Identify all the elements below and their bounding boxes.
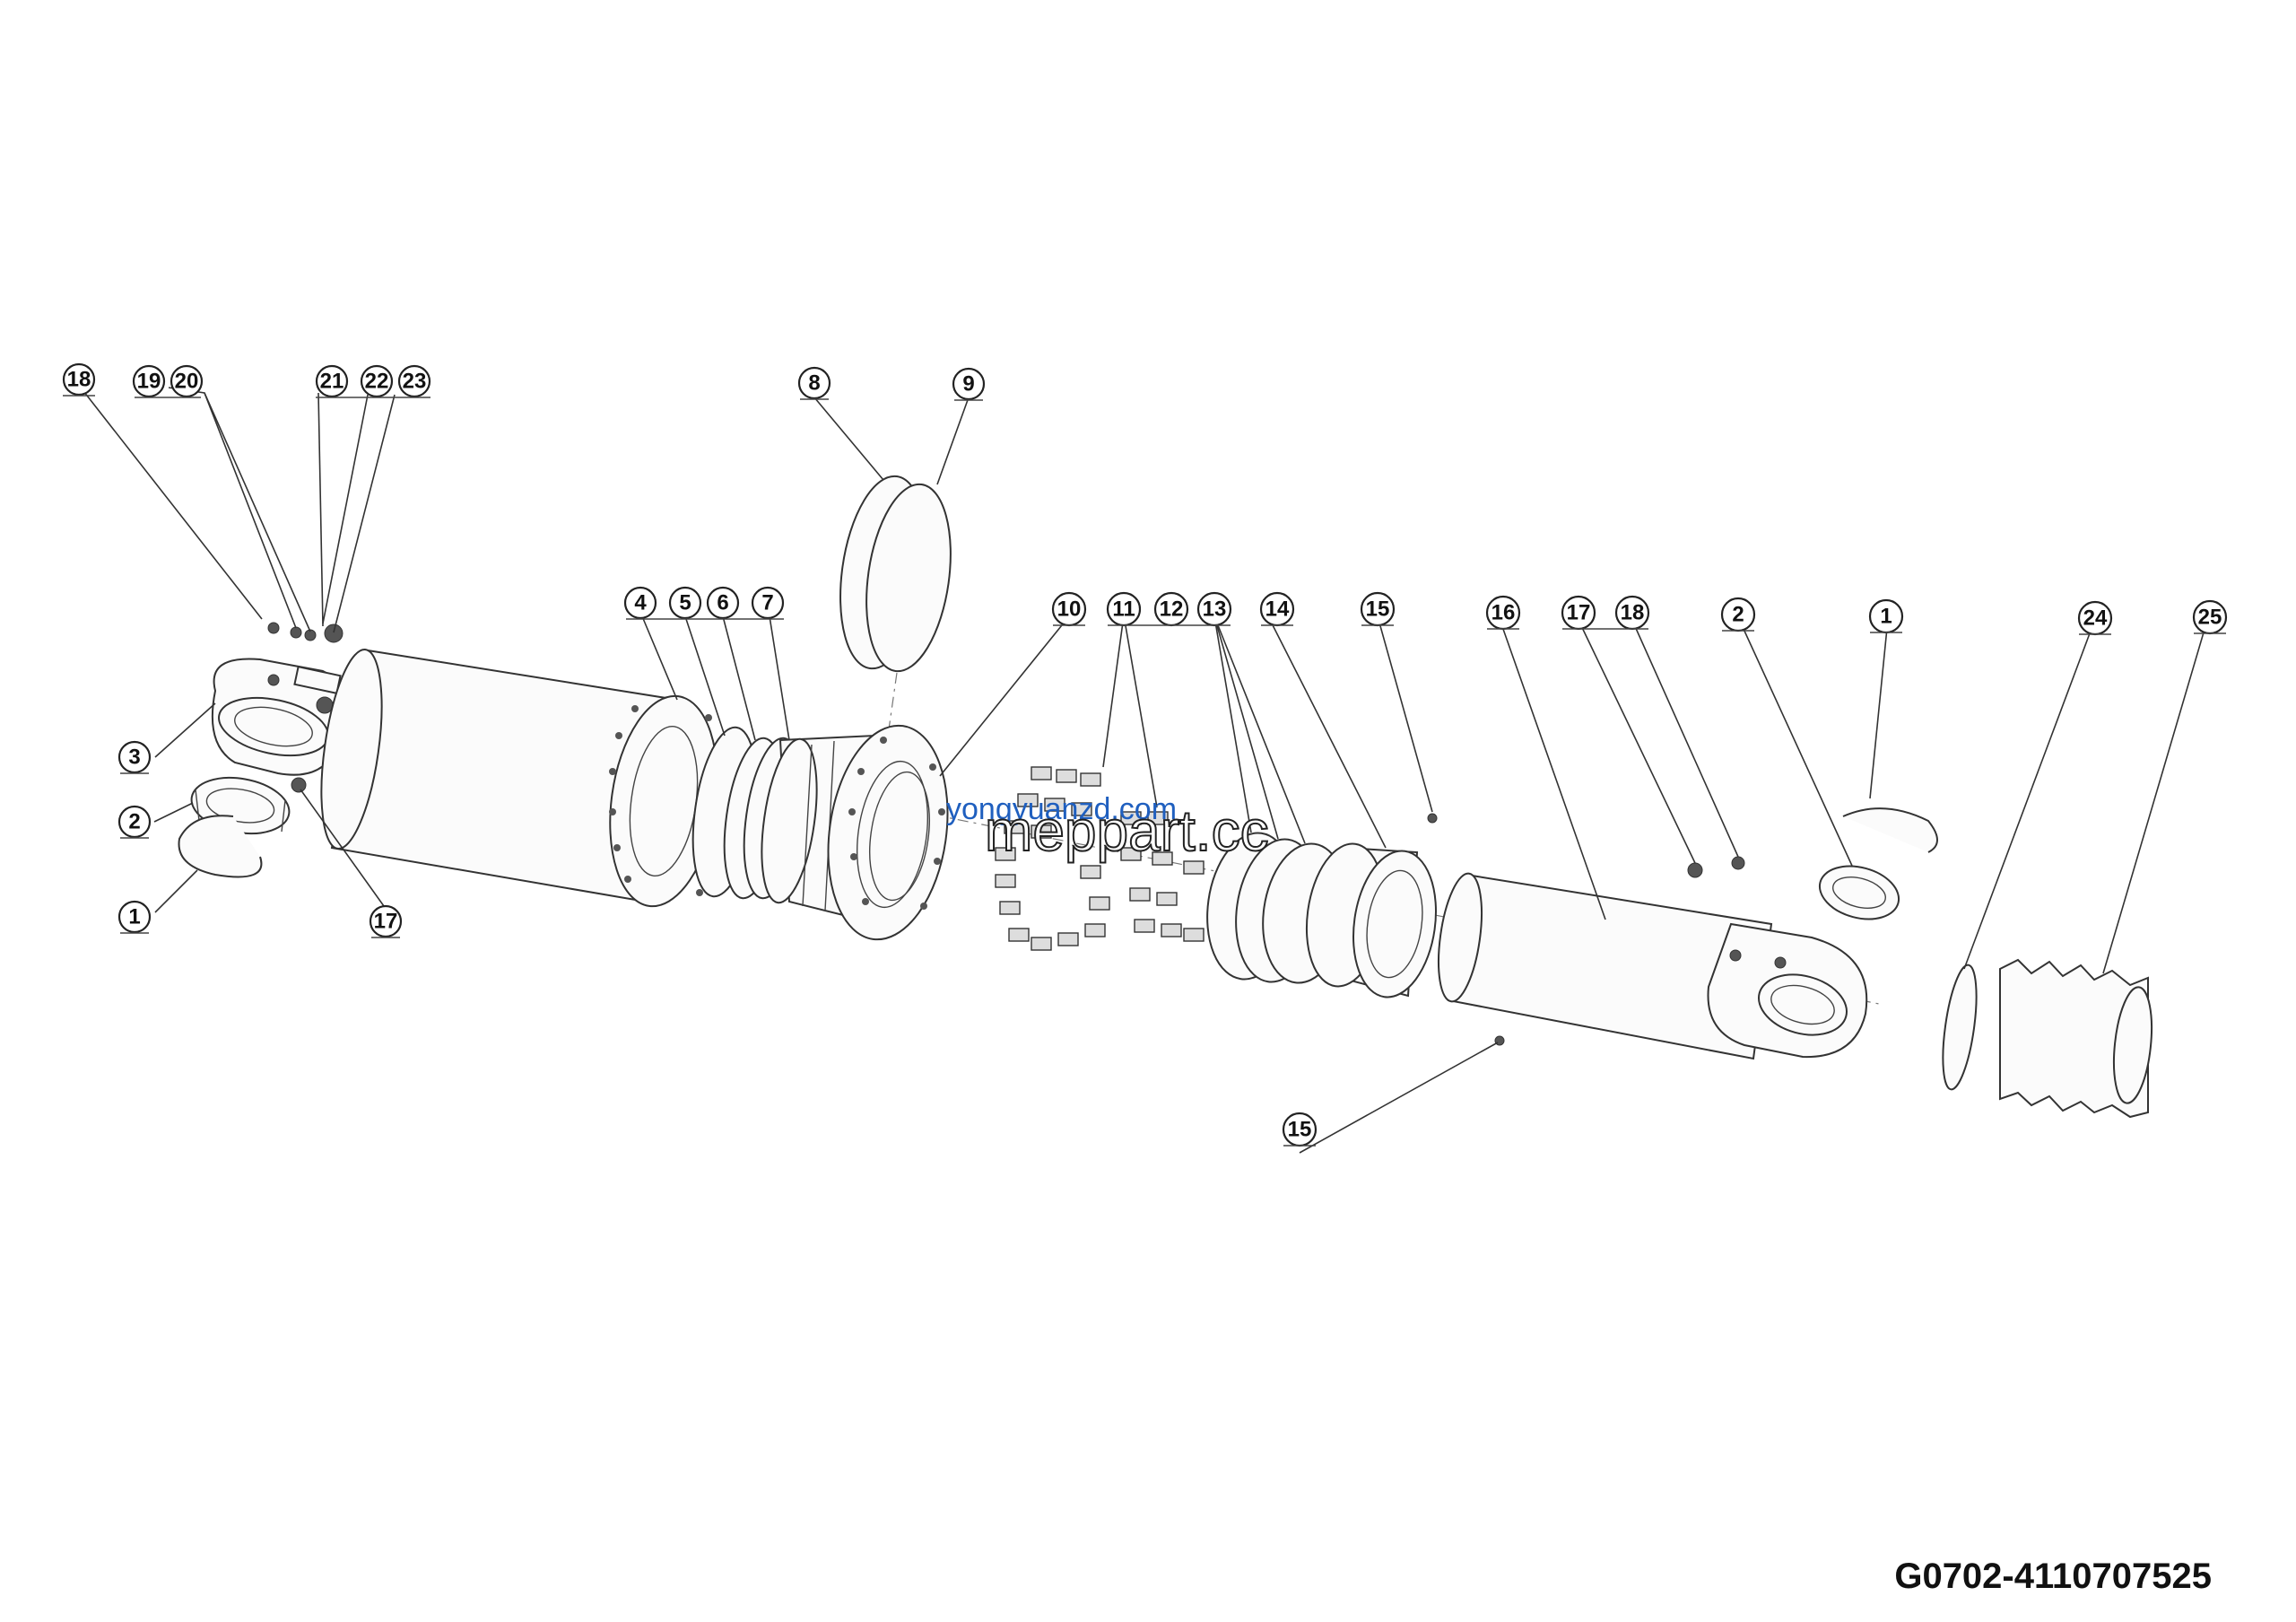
svg-text:11: 11: [1112, 597, 1135, 622]
right-rod-eye: [1687, 856, 1868, 1059]
callout-4: 4: [623, 586, 657, 620]
leader-lines: [80, 387, 2209, 1154]
bolt-set: [995, 766, 1205, 951]
svg-text:15: 15: [1288, 1118, 1312, 1142]
svg-text:3: 3: [128, 746, 140, 770]
callout-17-left: 17: [369, 904, 403, 938]
piston: [1305, 842, 1438, 998]
svg-text:6: 6: [717, 591, 728, 615]
svg-text:1: 1: [128, 905, 140, 929]
callout-8: 8: [797, 366, 831, 400]
callout-23: 23: [397, 364, 431, 398]
piston-rod: [1427, 813, 1773, 1060]
svg-text:20: 20: [175, 370, 199, 394]
callout-21: 21: [315, 364, 349, 398]
svg-text:21: 21: [320, 370, 344, 394]
flange: [827, 724, 949, 941]
callout-1-right: 1: [1868, 598, 1904, 634]
svg-text:13: 13: [1203, 597, 1227, 622]
svg-text:12: 12: [1160, 597, 1184, 622]
svg-text:10: 10: [1057, 597, 1082, 622]
cylinder-barrel: [320, 649, 723, 908]
callout-7: 7: [751, 586, 785, 620]
callout-5: 5: [668, 586, 702, 620]
svg-text:4: 4: [634, 591, 647, 615]
svg-text:yongyuanzd.com: yongyuanzd.com: [946, 792, 1177, 826]
svg-text:25: 25: [2198, 606, 2222, 630]
svg-text:1: 1: [1880, 605, 1892, 629]
watermark: yongyuanzd.com meppart.cc: [946, 792, 1270, 864]
callout-9: 9: [952, 367, 986, 401]
left-retaining-ring: [178, 815, 263, 878]
callout-6: 6: [706, 586, 740, 620]
svg-text:meppart.cc: meppart.cc: [985, 798, 1269, 863]
svg-text:8: 8: [808, 371, 820, 396]
right-retaining-ring: [1842, 807, 1938, 853]
wiper-ring: [1942, 964, 1978, 1091]
svg-text:17: 17: [1567, 601, 1591, 625]
callout-15-top: 15: [1360, 591, 1396, 627]
svg-text:19: 19: [137, 370, 161, 394]
callout-18-right: 18: [1614, 595, 1650, 631]
callout-13: 13: [1196, 591, 1232, 627]
callout-15-bottom: 15: [1282, 1112, 1318, 1147]
callout-2-right: 2: [1720, 597, 1756, 632]
callout-underlines: [63, 395, 2226, 1147]
callout-16: 16: [1485, 595, 1521, 631]
svg-text:23: 23: [403, 370, 427, 394]
svg-text:9: 9: [962, 372, 974, 397]
callout-12: 12: [1153, 591, 1189, 627]
svg-text:2: 2: [1732, 603, 1744, 627]
callout-10: 10: [1051, 591, 1087, 627]
callout-1-left: 1: [117, 900, 152, 934]
svg-text:18: 18: [67, 368, 91, 392]
callout-17-right: 17: [1561, 595, 1596, 631]
svg-text:15: 15: [1366, 597, 1390, 622]
callout-22: 22: [360, 364, 394, 398]
svg-text:14: 14: [1265, 597, 1290, 622]
svg-text:7: 7: [761, 591, 773, 615]
svg-text:17: 17: [374, 910, 398, 934]
drawing-code: G0702-4110707525: [1894, 1557, 2212, 1596]
callout-18-left: 18: [62, 362, 96, 397]
svg-text:5: 5: [679, 591, 691, 615]
svg-text:16: 16: [1492, 601, 1516, 625]
callout-3: 3: [117, 740, 152, 774]
callout-14: 14: [1259, 591, 1295, 627]
wear-rings: [839, 475, 952, 737]
svg-text:2: 2: [128, 810, 140, 834]
svg-text:22: 22: [365, 370, 389, 394]
callout-11: 11: [1106, 591, 1142, 627]
callout-2-left: 2: [117, 805, 152, 839]
dust-boot: [1999, 958, 2153, 1119]
callout-24: 24: [2077, 600, 2113, 636]
svg-text:24: 24: [2083, 606, 2108, 631]
callout-25: 25: [2192, 599, 2228, 635]
right-bearing-bushing: [1818, 865, 1900, 920]
svg-text:18: 18: [1621, 601, 1645, 625]
